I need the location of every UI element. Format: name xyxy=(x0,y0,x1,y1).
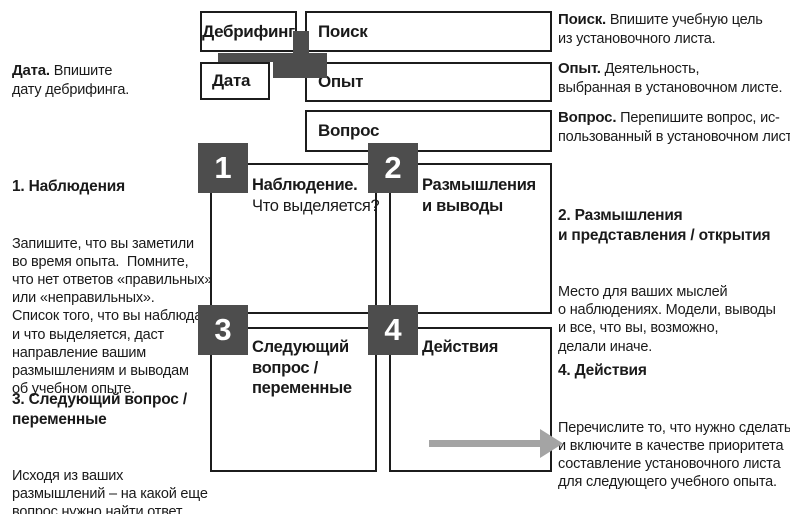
quadrant-1-title: Наблюдение. xyxy=(252,176,358,194)
observations-annotation: 1. Наблюдения Запишите, что вы заметили … xyxy=(12,141,218,434)
experience-label: Опыт xyxy=(318,72,364,91)
quadrant-3-number: 3 xyxy=(214,312,232,347)
quadrant-2-label: Размышления и выводы xyxy=(422,175,536,216)
quadrant-3-label: Следующий вопрос / переменные xyxy=(252,337,352,399)
date-box: Дата xyxy=(200,62,270,100)
debriefing-label: Дебрифинг xyxy=(202,21,295,41)
connector-cross-block xyxy=(273,53,327,78)
observations-body: Запишите, что вы заметили во время опыта… xyxy=(12,235,219,398)
experience-annotation: Опыт. Деятельность, выбранная в установо… xyxy=(558,60,782,97)
date-annotation-text: Впишите дату дебрифинга. xyxy=(12,63,130,98)
search-annotation-text: Впишите учебную цель из установочного ли… xyxy=(558,12,763,47)
actions-annotation: 4. Действия Перечислите то, что нужно сд… xyxy=(558,325,790,514)
date-label: Дата xyxy=(212,71,251,90)
question-box: Вопрос xyxy=(305,110,552,152)
quadrant-1-number: 1 xyxy=(214,150,232,185)
reflections-heading: 2. Размышления и представления / открыти… xyxy=(558,207,771,244)
quadrant-1-number-badge: 1 xyxy=(198,143,248,193)
quadrant-3-title: Следующий вопрос / переменные xyxy=(252,338,352,397)
reflections-body: Место для ваших мыслей о наблюдениях. Мо… xyxy=(558,284,776,355)
quadrant-4-number: 4 xyxy=(384,312,402,347)
experience-box: Опыт xyxy=(305,62,552,102)
quadrant-2-number: 2 xyxy=(384,150,402,185)
debriefing-box: Дебрифинг xyxy=(200,11,297,52)
search-annotation-lead: Поиск. xyxy=(558,11,606,28)
reflections-annotation: 2. Размышления и представления / открыти… xyxy=(558,170,776,392)
date-annotation-lead: Дата. xyxy=(12,62,50,79)
quadrant-1-subtitle: Что выделяется? xyxy=(252,196,380,215)
next-question-body: Исходя из ваших размышлений – на какой е… xyxy=(12,468,208,514)
next-question-annotation: 3. Следующий вопрос / переменные Исходя … xyxy=(12,354,235,514)
actions-heading: 4. Действия xyxy=(558,362,647,379)
question-annotation-text: Перепишите вопрос, ис- пользованный в ус… xyxy=(558,110,790,145)
search-label: Поиск xyxy=(318,21,368,41)
next-question-heading: 3. Следующий вопрос / переменные xyxy=(12,391,187,428)
search-box: Поиск xyxy=(305,11,552,52)
connector-cross-bar xyxy=(218,53,327,62)
date-annotation: Дата. Впишите дату дебрифинга. xyxy=(12,62,129,99)
search-annotation: Поиск. Впишите учебную цель из установоч… xyxy=(558,11,763,48)
question-label: Вопрос xyxy=(318,121,380,140)
right-arrow-icon xyxy=(429,429,563,458)
quadrant-1-label: Наблюдение. Что выделяется? xyxy=(252,175,380,216)
quadrant-4-number-badge: 4 xyxy=(368,305,418,355)
quadrant-4-label: Действия xyxy=(422,337,498,358)
quadrant-2-title: Размышления и выводы xyxy=(422,176,536,215)
actions-body: Перечислите то, что нужно сделать, и вкл… xyxy=(558,419,790,491)
quadrant-2-number-badge: 2 xyxy=(368,143,418,193)
observations-heading: 1. Наблюдения xyxy=(12,178,125,195)
question-annotation: Вопрос. Перепишите вопрос, ис- пользован… xyxy=(558,109,790,146)
question-annotation-lead: Вопрос. xyxy=(558,109,617,126)
quadrant-3-number-badge: 3 xyxy=(198,305,248,355)
quadrant-4-title: Действия xyxy=(422,338,499,356)
experience-annotation-lead: Опыт. xyxy=(558,60,601,77)
experience-annotation-text: Деятельность, выбранная в установочном л… xyxy=(558,61,783,96)
